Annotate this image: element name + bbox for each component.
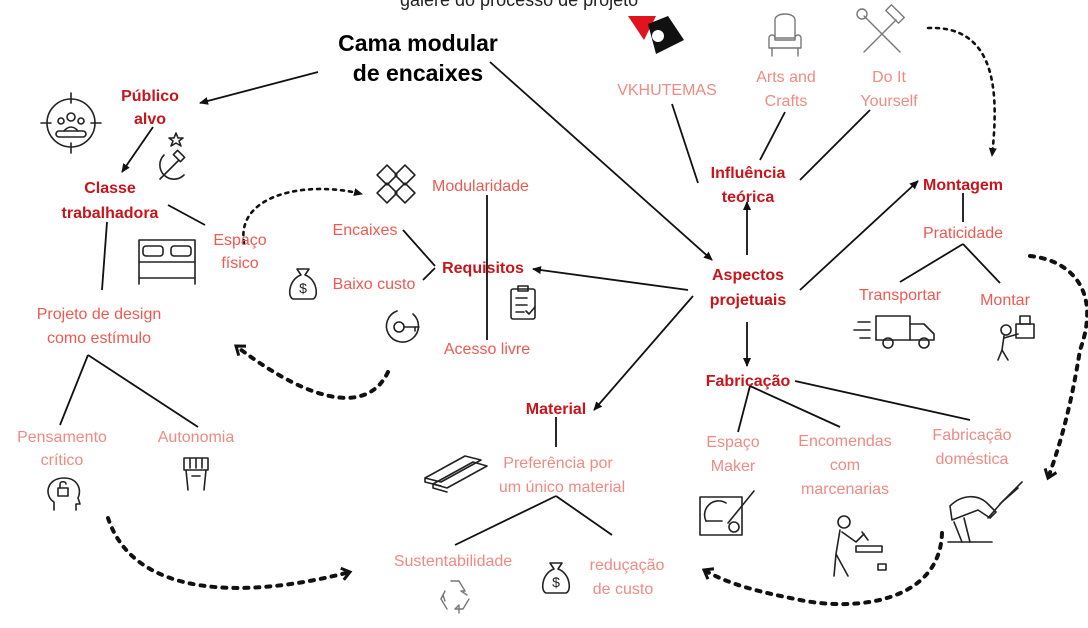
- transportar: Transportar: [859, 287, 942, 304]
- requisitos: Requisitos: [442, 260, 524, 277]
- sustentabilidade: Sustentabilidade: [394, 553, 512, 570]
- tools-icon: [856, 4, 905, 53]
- title-line2: de encaixes: [353, 60, 483, 86]
- arts-line1: Arts and: [756, 69, 816, 86]
- espaco-fisico-line2: físico: [221, 255, 258, 272]
- montagem: Montagem: [923, 177, 1003, 194]
- money-bag-icon-2: $: [541, 562, 571, 594]
- svg-text:$: $: [552, 574, 560, 590]
- preferencia-line2: um único material: [499, 479, 625, 496]
- hammer-sickle-icon: [159, 132, 186, 180]
- modularidade: Modularidade: [432, 178, 529, 195]
- armchair-icon: [768, 13, 802, 57]
- encomendas-line3: marcenarias: [801, 481, 889, 498]
- target-group-icon: [40, 92, 102, 154]
- autonomia: Autonomia: [158, 429, 235, 446]
- encaixes: Encaixes: [333, 222, 398, 239]
- woodworking-hands-icon: [947, 481, 1023, 543]
- recycle-icon: [440, 580, 470, 614]
- encomendas-line2: com: [830, 457, 860, 474]
- key-icon: [385, 310, 420, 343]
- preferencia-line1: Preferência por: [503, 455, 613, 472]
- domestica-line1: Fabricação: [932, 427, 1011, 444]
- svg-text:$: $: [299, 280, 307, 296]
- raised-fist-icon: [183, 457, 209, 491]
- espaco-maker-line1: Espaço: [706, 434, 759, 451]
- fabricacao: Fabricação: [706, 373, 791, 390]
- publico-line2: alvo: [134, 111, 166, 128]
- bed-icon: [138, 239, 196, 285]
- domestica-line2: doméstica: [936, 451, 1009, 468]
- classe-line2: trabalhadora: [62, 205, 159, 222]
- clipboard-icon: [510, 285, 536, 320]
- puzzle-icon: [376, 164, 416, 204]
- worker-box-icon: [997, 315, 1035, 361]
- connector-lines: [59, 61, 1001, 546]
- baixo-custo: Baixo custo: [333, 276, 416, 293]
- vkhutemas-logo-icon: [628, 16, 684, 54]
- head-lock-icon: [47, 477, 81, 511]
- dotted-arrows: [106, 26, 1088, 607]
- title-line1: Cama modular: [338, 30, 498, 56]
- money-bag-icon: $: [288, 268, 318, 300]
- partial-caption: galere do processo de projeto: [400, 0, 638, 10]
- diy-line1: Do It: [872, 69, 906, 86]
- projeto-line1: Projeto de design: [37, 306, 162, 323]
- vkhutemas: VKHUTEMAS: [617, 82, 717, 99]
- delivery-truck-icon: [853, 315, 935, 349]
- arts-line2: Crafts: [765, 93, 808, 110]
- maker-drawing-icon: [699, 490, 755, 536]
- reducao-line2: de custo: [593, 581, 654, 598]
- espaco-maker-line2: Maker: [711, 458, 756, 475]
- acesso-livre: Acesso livre: [444, 341, 530, 358]
- aspectos-line2: projetuais: [710, 292, 787, 309]
- material: Material: [526, 401, 586, 418]
- diy-line2: Yourself: [860, 93, 918, 110]
- reducao-line1: reduçação: [590, 557, 665, 574]
- projeto-line2: como estímulo: [47, 330, 151, 347]
- planks-icon: [424, 455, 488, 493]
- aspectos-line1: Aspectos: [712, 267, 784, 284]
- influencia-line2: teórica: [722, 189, 775, 206]
- publico-line1: Público: [121, 88, 179, 105]
- encomendas-line1: Encomendas: [798, 433, 891, 450]
- classe-line1: Classe: [84, 180, 136, 197]
- carpenter-icon: [833, 515, 887, 577]
- espaco-fisico-line1: Espaço: [213, 232, 266, 249]
- praticidade: Praticidade: [923, 225, 1003, 242]
- pensamento-line1: Pensamento: [17, 429, 107, 446]
- influencia-line1: Influência: [711, 165, 786, 182]
- montar: Montar: [980, 292, 1030, 309]
- pensamento-line2: crítico: [41, 452, 84, 469]
